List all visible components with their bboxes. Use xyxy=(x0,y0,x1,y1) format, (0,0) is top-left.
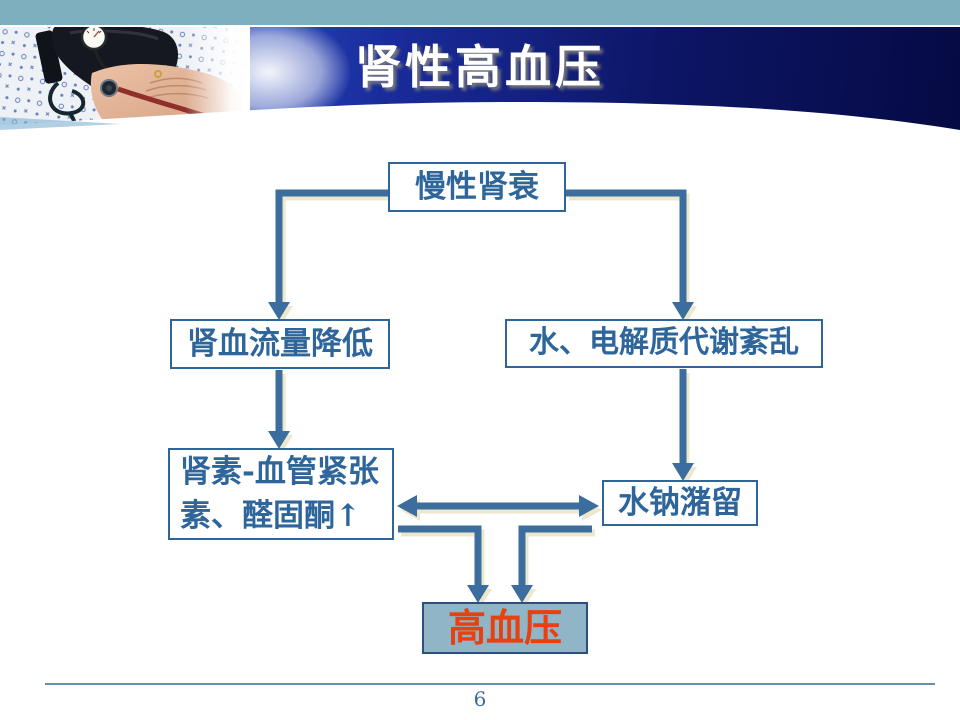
node-chronic-renal-failure: 慢性肾衰 xyxy=(388,162,566,212)
node-label: 水、电解质代谢紊乱 xyxy=(529,325,799,361)
arrowhead-down-icon xyxy=(672,302,694,320)
node-label: 水钠潴留 xyxy=(618,485,742,521)
ring-icon xyxy=(154,70,162,78)
page-number: 6 xyxy=(473,687,487,711)
node-label: 慢性肾衰 xyxy=(415,168,539,205)
header-curve xyxy=(0,102,960,160)
footer-divider xyxy=(45,683,935,685)
node-label: 高血压 xyxy=(447,605,562,651)
node-hypertension: 高血压 xyxy=(422,602,588,654)
edge-sodium-to-hypertension xyxy=(518,525,592,585)
arrowhead-down-icon xyxy=(511,585,533,603)
arrowhead-down-icon xyxy=(268,302,290,320)
stethoscope-icon xyxy=(48,79,118,128)
node-renal-blood-flow-decrease: 肾血流量降低 xyxy=(170,319,390,369)
node-label: 肾血流量降低 xyxy=(187,325,373,362)
header-top-band xyxy=(0,0,960,27)
edge-renin-to-hypertension xyxy=(398,525,482,585)
arrowhead-down-icon xyxy=(672,463,694,481)
node-label: 肾素-血管紧张素、醛固酮↑ xyxy=(180,453,379,534)
edge-chronic-to-electro xyxy=(566,189,687,302)
arrowhead-right-icon xyxy=(579,495,599,517)
arrowhead-down-icon xyxy=(467,585,489,603)
node-renin-angiotensin-aldosterone: 肾素-血管紧张素、醛固酮↑ xyxy=(168,448,394,540)
node-water-electrolyte-disorder: 水、电解质代谢紊乱 xyxy=(505,319,823,368)
arrowhead-left-icon xyxy=(397,495,417,517)
photo-fade xyxy=(185,25,250,128)
node-water-sodium-retention: 水钠潴留 xyxy=(602,480,758,526)
edge-chronic-to-flow xyxy=(275,189,388,302)
arrowhead-down-icon xyxy=(268,431,290,449)
slide-title: 肾性高血压 xyxy=(355,40,605,94)
blood-pressure-photo xyxy=(0,25,250,128)
